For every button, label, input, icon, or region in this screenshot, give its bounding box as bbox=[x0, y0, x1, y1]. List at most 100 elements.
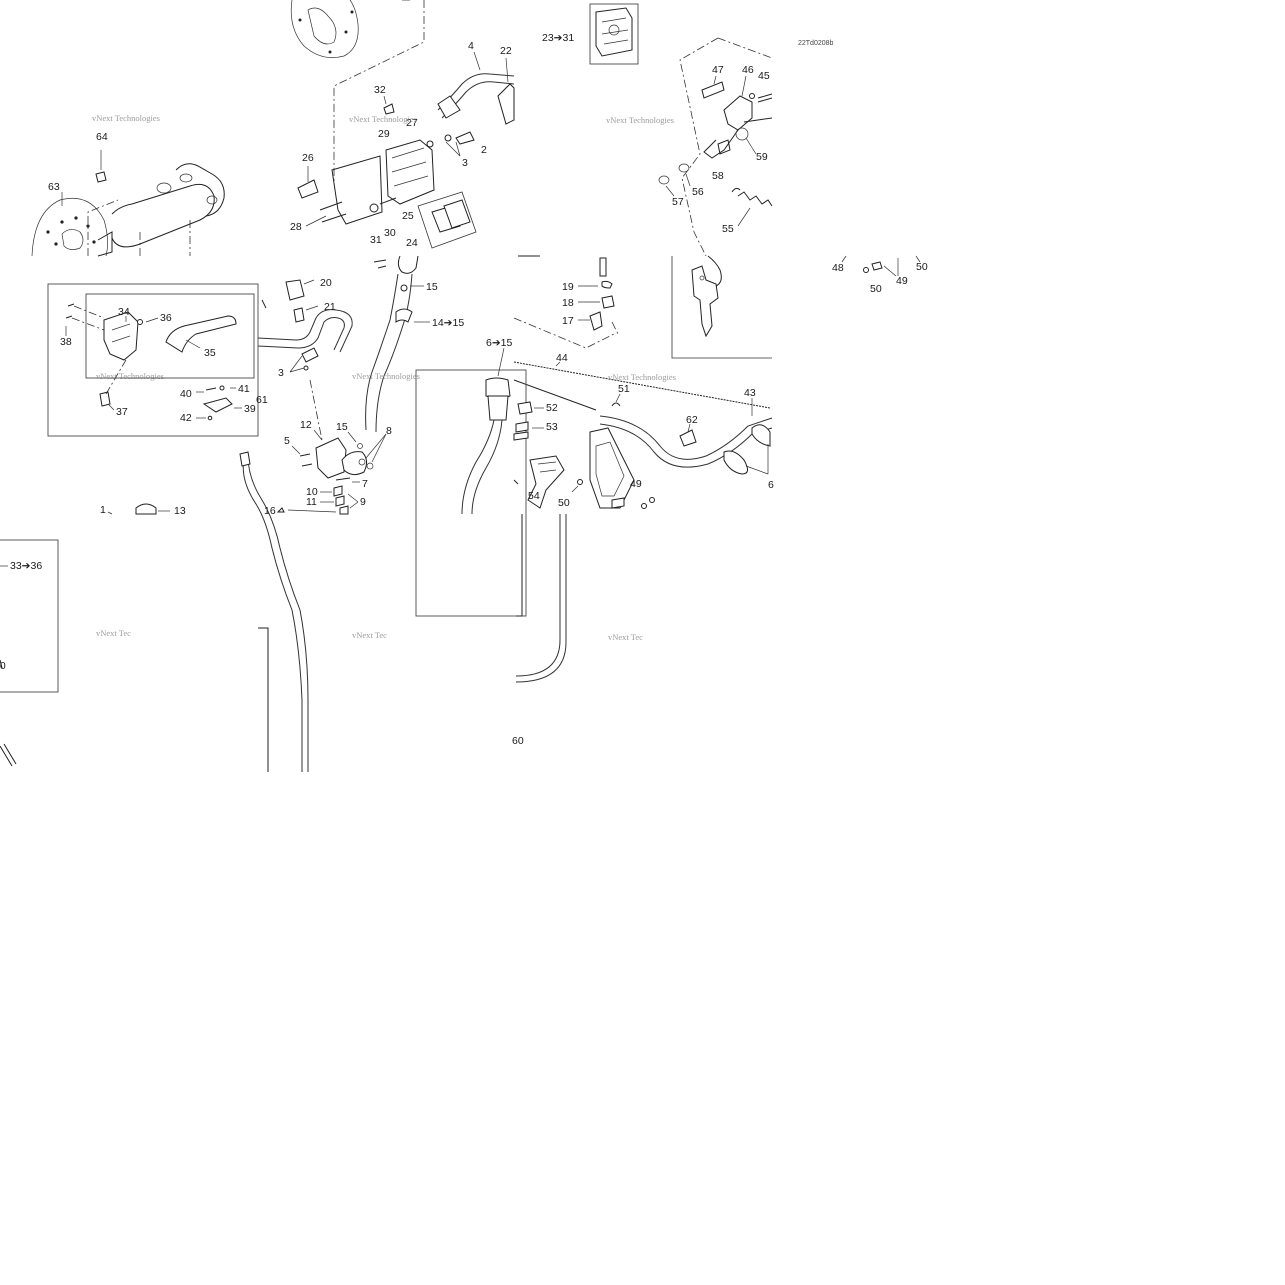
seal-8 bbox=[358, 458, 366, 466]
callout-31: 31 bbox=[370, 234, 382, 246]
clip-17 bbox=[589, 311, 603, 331]
callout-56: 56 bbox=[692, 186, 704, 198]
leader-line bbox=[349, 501, 359, 509]
rear-brake-disc bbox=[31, 197, 108, 257]
brake-lever-35 bbox=[165, 315, 237, 353]
rear-axle-housing bbox=[111, 183, 215, 248]
callout-62: 62 bbox=[686, 414, 698, 426]
fragment-line bbox=[0, 659, 3, 669]
master-cylinder-box bbox=[671, 256, 772, 359]
brake-line-43 bbox=[599, 423, 773, 468]
rear-pedal-reservoir-group: 19 18 17 51 6➔15 44 52 53 54 50 49 62 43… bbox=[415, 255, 774, 617]
callout-25: 25 bbox=[402, 210, 414, 222]
callout-60: 60 bbox=[512, 735, 524, 747]
hand-lever-group: 34 36 35 38 37 40 41 39 42 61 vNext Tech… bbox=[47, 283, 268, 437]
washer-53 bbox=[513, 431, 529, 441]
bolt-21 bbox=[293, 307, 305, 323]
leader-line bbox=[455, 141, 461, 157]
leader-dashed bbox=[611, 321, 619, 335]
callout-20: 20 bbox=[320, 277, 332, 289]
reservoir-body bbox=[487, 395, 509, 421]
callout-61: 61 bbox=[256, 394, 268, 406]
callout-17: 17 bbox=[562, 315, 574, 327]
leader-dashed bbox=[513, 317, 615, 349]
callout-50-a: 50 bbox=[870, 283, 882, 295]
spring-45 bbox=[757, 93, 773, 103]
o-ring-15 bbox=[357, 443, 363, 449]
leader-line bbox=[107, 403, 115, 411]
bushing-18 bbox=[601, 295, 615, 309]
screw-38 bbox=[65, 303, 75, 319]
front-master-cylinder-group: 20 21 3 15 14➔15 12 15 8 5 7 10 11 9 16 … bbox=[257, 273, 464, 517]
disc-hole bbox=[350, 10, 354, 14]
leader-line bbox=[505, 57, 509, 83]
leader-line bbox=[745, 465, 769, 475]
callout-59: 59 bbox=[756, 151, 768, 163]
bolt-49 bbox=[611, 497, 625, 509]
disc-cutout bbox=[307, 7, 337, 45]
fastener-fragment-group: 48 50 49 50 bbox=[832, 255, 928, 295]
pad-kit-box bbox=[417, 191, 477, 249]
front-brake-disc bbox=[290, 0, 359, 58]
callout-49-a: 49 bbox=[896, 275, 908, 287]
callout-48: 48 bbox=[832, 262, 844, 274]
leader-line bbox=[555, 361, 561, 367]
banjo-bolt-2 bbox=[455, 131, 475, 145]
leader-dashed bbox=[717, 37, 773, 59]
disc-hub-cutout bbox=[61, 229, 84, 250]
watermark-partial: vNext Tec bbox=[96, 628, 131, 638]
leader-dashed bbox=[71, 305, 105, 331]
callout-58: 58 bbox=[712, 170, 724, 182]
reservoir-hose bbox=[461, 419, 495, 515]
leader-line bbox=[737, 207, 751, 227]
reservoir-adapter bbox=[341, 451, 368, 476]
callout-38: 38 bbox=[60, 336, 72, 348]
leader-line bbox=[745, 137, 757, 155]
callout-13: 13 bbox=[174, 505, 186, 517]
bleeder-32 bbox=[383, 103, 395, 115]
caliper-kit-box bbox=[589, 3, 639, 65]
footrest-detail bbox=[537, 461, 557, 473]
callout-18: 18 bbox=[562, 297, 574, 309]
axle-flange bbox=[97, 231, 113, 257]
cup-11 bbox=[335, 495, 345, 507]
clip-42 bbox=[207, 415, 213, 421]
bolt-19 bbox=[599, 257, 607, 277]
ball-41 bbox=[219, 385, 225, 391]
pin-31 bbox=[379, 197, 397, 205]
leader-dashed bbox=[309, 379, 323, 441]
rod bbox=[743, 117, 773, 123]
disc-hole bbox=[92, 240, 96, 244]
nut bbox=[641, 503, 647, 509]
callout-32: 32 bbox=[374, 84, 386, 96]
brake-hose-14 bbox=[375, 273, 413, 433]
bolts-28 bbox=[319, 201, 347, 223]
leader-line bbox=[915, 255, 921, 263]
leader-line bbox=[571, 485, 579, 493]
clip-13 bbox=[135, 503, 157, 515]
callout-41: 41 bbox=[238, 383, 250, 395]
callout-63: 63 bbox=[48, 181, 60, 193]
disc-hole bbox=[86, 224, 90, 228]
callout-53: 53 bbox=[546, 421, 558, 433]
fluid-drop-16 bbox=[276, 507, 285, 513]
reservoir-box-edge bbox=[516, 514, 523, 617]
callout-57: 57 bbox=[672, 196, 684, 208]
callout-43: 43 bbox=[744, 387, 756, 399]
fragment-line bbox=[513, 479, 519, 485]
pivot-bolt-36 bbox=[137, 319, 143, 325]
carrier-stud bbox=[179, 173, 193, 183]
hose-clamp-6 bbox=[723, 450, 748, 475]
callout-1: 1 bbox=[100, 504, 106, 516]
watermark: vNext Technologies bbox=[96, 371, 164, 381]
watermark: vNext Technologies bbox=[92, 113, 160, 123]
callout-16: 16 bbox=[264, 505, 276, 517]
callout-4: 4 bbox=[468, 40, 474, 52]
leader-line bbox=[841, 255, 847, 263]
callout-30: 30 bbox=[384, 227, 396, 239]
callout-54: 54 bbox=[528, 490, 540, 502]
brake-line bbox=[247, 455, 309, 772]
callout-14-15: 14➔15 bbox=[432, 317, 464, 329]
callout-37: 37 bbox=[116, 406, 128, 418]
callout-12: 12 bbox=[300, 419, 312, 431]
